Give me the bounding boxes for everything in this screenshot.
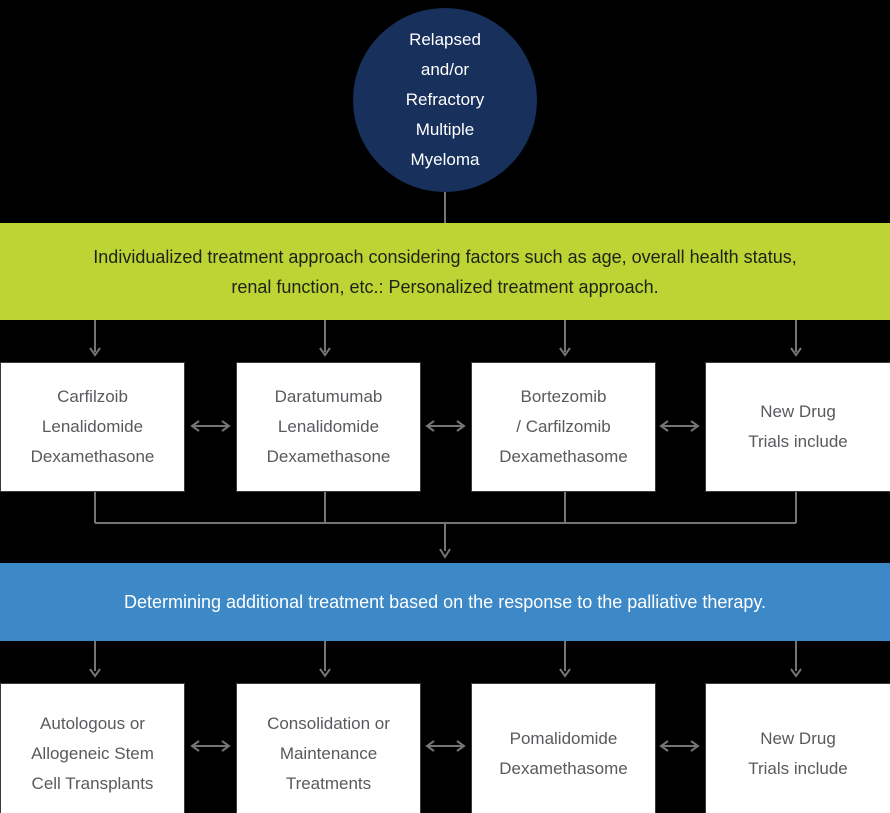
treatment-box-label: New Drug Trials include (748, 402, 848, 451)
treatment-box-label: Carfilzoib Lenalidomide Dexamethasone (30, 387, 155, 466)
treatment-box-consolidation-maintenance: Consolidation or Maintenance Treatments (236, 683, 421, 813)
treatment-box-new-drug-trials-2: New Drug Trials include (705, 683, 890, 813)
banner-top-down-arrows (89, 320, 802, 357)
treatment-box-carfilzoib: Carfilzoib Lenalidomide Dexamethasone (0, 362, 185, 492)
treatment-box-bortezomib: Bortezomib / Carfilzomib Dexamethasome (471, 362, 656, 492)
response-determination-banner: Determining additional treatment based o… (0, 563, 890, 641)
response-determination-banner-text: Determining additional treatment based o… (123, 592, 767, 612)
treatment-box-pomalidomide: Pomalidomide Dexamethasome (471, 683, 656, 813)
root-condition-node: Relapsed and/or Refractory Multiple Myel… (353, 8, 537, 192)
root-condition-label: Relapsed and/or Refractory Multiple Myel… (405, 30, 485, 169)
treatment-box-label: Bortezomib / Carfilzomib Dexamethasome (499, 387, 628, 466)
individualized-treatment-banner-text: Individualized treatment approach consid… (93, 246, 797, 297)
row1-join-lines (94, 490, 797, 559)
treatment-box-label: Daratumumab Lenalidomide Dexamethasone (266, 387, 391, 466)
treatment-box-daratumumab: Daratumumab Lenalidomide Dexamethasone (236, 362, 421, 492)
treatment-box-new-drug-trials-1: New Drug Trials include (705, 362, 890, 492)
individualized-treatment-banner: Individualized treatment approach consid… (0, 223, 890, 320)
treatment-box-label: Pomalidomide Dexamethasome (499, 729, 628, 778)
banner-bottom-down-arrows (89, 641, 802, 678)
treatment-box-label: New Drug Trials include (748, 729, 848, 778)
treatment-box-label: Autologous or Allogeneic Stem Cell Trans… (31, 714, 154, 793)
treatment-box-stem-cell-transplants: Autologous or Allogeneic Stem Cell Trans… (0, 683, 185, 813)
treatment-box-label: Consolidation or Maintenance Treatments (267, 714, 390, 793)
